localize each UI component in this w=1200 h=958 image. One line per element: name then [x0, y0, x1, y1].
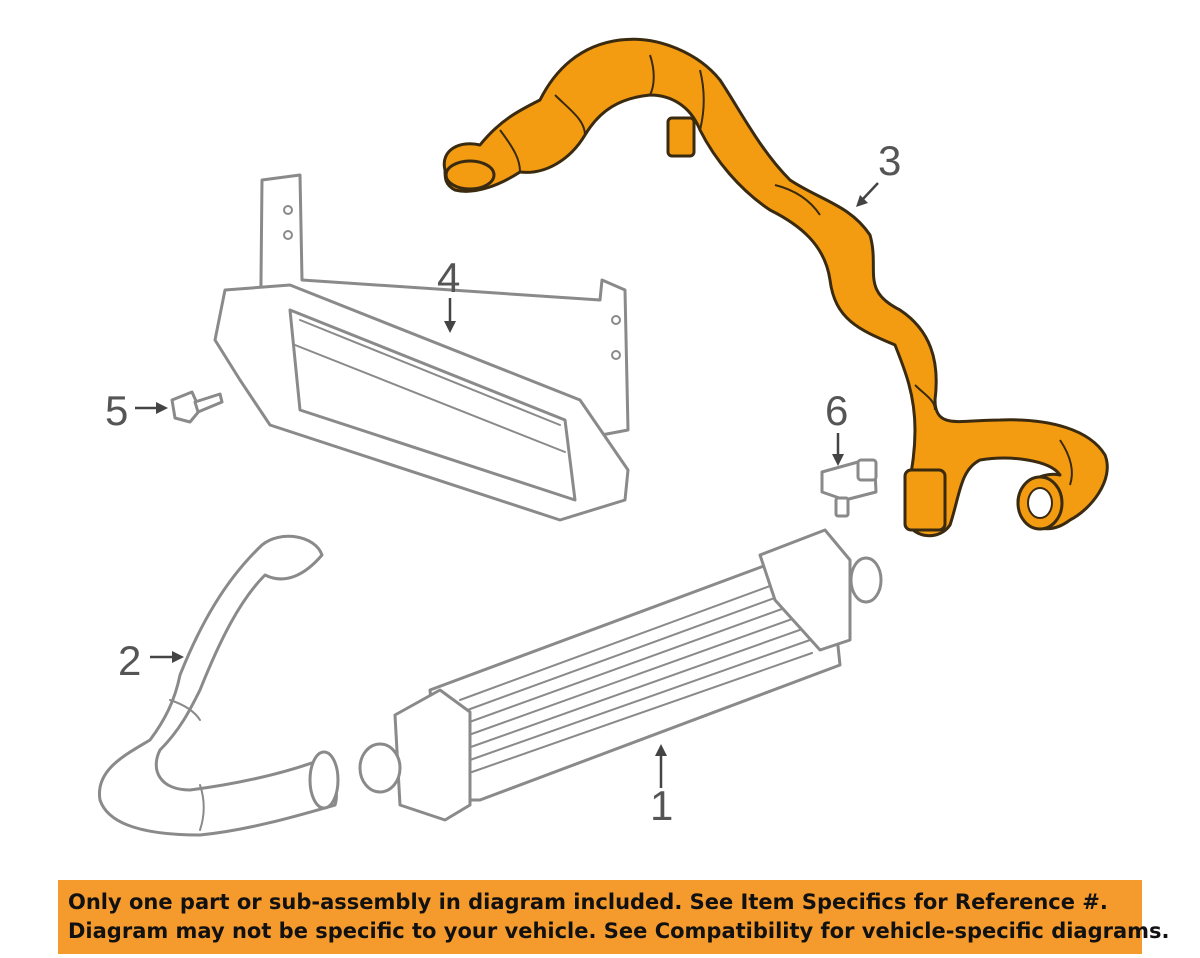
callout-1: 1: [650, 782, 673, 829]
disclaimer-line-2: Diagram may not be specific to your vehi…: [68, 919, 1170, 943]
callout-6: 6: [825, 387, 848, 434]
disclaimer-banner: Only one part or sub-assembly in diagram…: [58, 880, 1170, 954]
part-3-hose: [442, 37, 1109, 538]
part-5-bolt: [170, 390, 224, 424]
callout-5: 5: [105, 387, 128, 434]
parts-diagram: 1 2 3 4 5 6: [98, 37, 1109, 837]
part-4-bracket: [213, 173, 630, 522]
disclaimer-line-1: Only one part or sub-assembly in diagram…: [68, 890, 1108, 914]
callout-3: 3: [878, 137, 901, 184]
part-6-sensor: [820, 458, 878, 518]
callout-2: 2: [118, 637, 141, 684]
callout-4: 4: [437, 254, 460, 301]
callout-arrows: [135, 182, 879, 788]
part-2-hose: [98, 534, 340, 837]
part-1-intercooler: [358, 528, 883, 822]
